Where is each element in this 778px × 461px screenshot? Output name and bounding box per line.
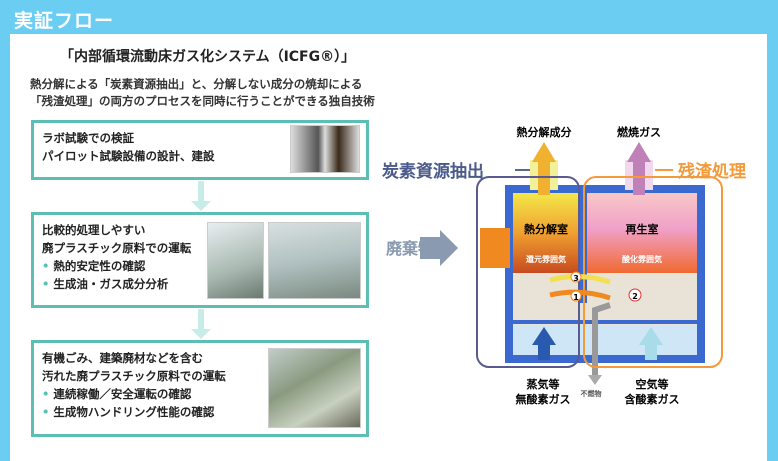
icfg-diagram: 1 2 3 熱分解成分 燃焼ガス 炭素資源抽出 残渣処理 廃棄物 熱分解室 再生…	[382, 125, 746, 406]
up-arrow-icon	[639, 327, 663, 360]
up-arrow-icon	[627, 142, 651, 195]
step-text: パイロット試験設備の設計、建設	[42, 149, 215, 163]
step-text: ラボ試験での検証	[42, 131, 134, 145]
step-text: 比較的処理しやすい	[42, 223, 146, 237]
up-arrow-icon	[532, 327, 556, 360]
marker-2: 2	[632, 292, 638, 301]
label-combustion-gas: 燃焼ガス	[616, 125, 661, 139]
lead-line: 熱分解による「炭素資源抽出」と、分解しない成分の焼却による	[30, 77, 363, 91]
lab-sample-photo	[290, 125, 360, 173]
system-heading: 「内部循環流動床ガス化システム（ICFG®）」	[60, 49, 356, 65]
carbon-extraction-outline	[476, 176, 580, 368]
pyrolysis-chamber	[513, 193, 580, 273]
right-arrow-icon	[420, 230, 458, 266]
residue-treatment-outline	[583, 176, 723, 368]
label-air: 空気等	[636, 377, 669, 391]
step-text: 有機ごみ、建築廃材などを含む	[42, 351, 203, 365]
down-arrow-icon	[191, 329, 211, 339]
label-pyrolysis-chamber: 熱分解室	[524, 222, 568, 236]
discharge-pipe	[592, 302, 611, 380]
down-arrow-icon	[588, 375, 602, 385]
marker-3: 3	[573, 274, 579, 283]
label-waste: 廃棄物	[386, 239, 434, 258]
feeder	[480, 228, 510, 268]
label-pyrolysis-products: 熱分解成分	[517, 125, 572, 139]
label-residue-treatment: 残渣処理	[678, 161, 746, 182]
section-title: 実証フロー	[14, 10, 115, 32]
step-text: 汚れた廃プラスチック原料での運転	[42, 369, 226, 383]
label-reducing-atmosphere: 還元雰囲気	[526, 254, 566, 264]
plastic-bales-photo	[207, 222, 264, 299]
label-oxygen-gas: 含酸素ガス	[624, 392, 680, 406]
step-bullet: •生成物ハンドリング性能の確認	[42, 405, 215, 419]
label-steam: 蒸気等	[527, 377, 560, 391]
step-bullet: •熱的安定性の確認	[42, 259, 146, 273]
regeneration-chamber	[587, 193, 697, 273]
lead-line: 「残渣処理」の両方のプロセスを同時に行うことができる独自技術	[30, 94, 375, 108]
label-oxidizing-atmosphere: 酸化雰囲気	[622, 254, 662, 264]
up-arrow-icon	[532, 142, 556, 195]
label-oxygen-free-gas: 無酸素ガス	[516, 392, 571, 406]
label-regeneration-chamber: 再生室	[626, 222, 659, 236]
label-carbon-extraction: 炭素資源抽出	[382, 161, 484, 182]
mixed-waste-photo	[268, 348, 361, 428]
plastic-storage-photo	[268, 222, 361, 299]
label-incombustibles: 不燃物	[581, 389, 602, 398]
step-bullet: •生成油・ガス成分分析	[42, 277, 169, 291]
step-text: 廃プラスチック原料での運転	[42, 241, 192, 255]
step-bullet: •連続稼働／安全運転の確認	[42, 387, 192, 401]
marker-1: 1	[573, 293, 579, 302]
flow-connector	[198, 309, 204, 331]
flow-connector	[198, 181, 204, 203]
lead-text: 熱分解による「炭素資源抽出」と、分解しない成分の焼却による 「残渣処理」の両方の…	[30, 76, 375, 110]
down-arrow-icon	[191, 201, 211, 211]
